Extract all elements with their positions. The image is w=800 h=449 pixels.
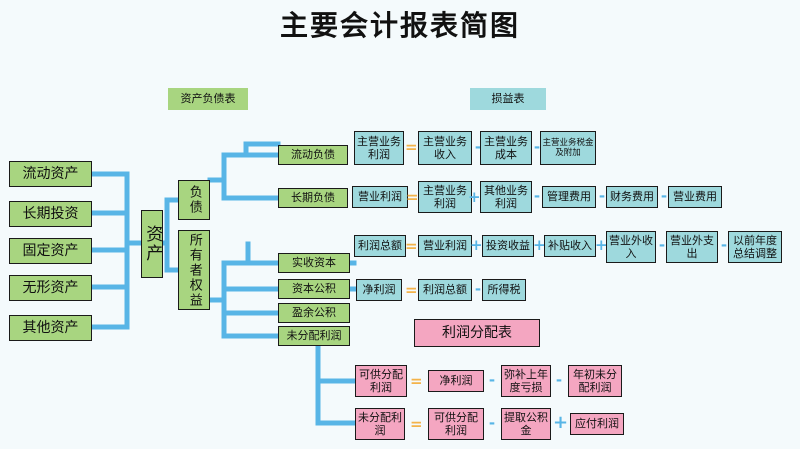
plus-sign: +: [470, 236, 483, 254]
liabilities-root: 负债: [178, 180, 210, 220]
assets-root: 资产: [141, 210, 163, 278]
plus-sign: +: [533, 236, 546, 254]
income-cell: 利润总额: [418, 279, 472, 301]
equity-item: 实收资本: [278, 253, 350, 273]
income-cell: 投资收益: [482, 235, 534, 257]
distribution-cell: 应付利润: [570, 413, 624, 435]
equals-sign: =: [405, 281, 418, 299]
equity-item: 未分配利润: [278, 326, 350, 346]
distribution-cell: 可供分配利润: [355, 365, 407, 397]
minus-sign: -: [533, 187, 541, 205]
equals-sign: =: [410, 372, 423, 390]
distribution-cell: 弥补上年度亏损: [501, 365, 551, 397]
income-cell: 主营业务税金及附加: [540, 131, 596, 165]
distribution-cell: 未分配利润: [355, 408, 405, 440]
plus-sign: +: [595, 236, 608, 254]
income-cell: 营业利润: [352, 186, 408, 208]
income-cell: 以前年度总结调整: [728, 231, 782, 263]
income-cell: 主营业务收入: [418, 131, 472, 165]
liability-item: 流动负债: [278, 145, 348, 165]
asset-item: 长期投资: [9, 201, 92, 227]
income-cell: 营业费用: [668, 186, 722, 208]
asset-item: 无形资产: [9, 275, 92, 301]
profit-distribution-header: 利润分配表: [414, 319, 540, 347]
plus-sign: +: [468, 188, 481, 206]
minus-sign: -: [488, 414, 496, 432]
equity-root: 所有者权益: [178, 230, 210, 310]
distribution-cell: 提取公积金: [501, 408, 551, 440]
equity-item: 资本公积: [278, 279, 350, 299]
asset-item: 固定资产: [9, 238, 92, 264]
plus-sign: +: [553, 412, 569, 433]
income-cell: 补贴收入: [544, 235, 596, 257]
minus-sign: -: [474, 280, 482, 298]
income-cell: 净利润: [356, 279, 402, 301]
equity-item: 盈余公积: [278, 303, 350, 323]
asset-item: 其他资产: [9, 315, 92, 341]
minus-sign: -: [474, 138, 482, 156]
distribution-cell: 可供分配利润: [428, 408, 484, 440]
equals-sign: =: [406, 188, 419, 206]
liability-item: 长期负债: [278, 188, 348, 208]
distribution-cell: 净利润: [428, 370, 484, 392]
income-cell: 主营业务利润: [418, 181, 472, 213]
asset-item: 流动资产: [9, 161, 92, 187]
minus-sign: -: [533, 138, 541, 156]
minus-sign: -: [598, 187, 606, 205]
balance-sheet-header: 资产负债表: [168, 88, 248, 110]
minus-sign: -: [658, 236, 666, 254]
income-cell: 财务费用: [606, 186, 658, 208]
income-cell: 营业利润: [418, 235, 472, 257]
minus-sign: -: [660, 187, 668, 205]
income-cell: 营业外收入: [606, 231, 656, 263]
minus-sign: -: [488, 371, 496, 389]
income-cell: 所得税: [482, 279, 526, 301]
income-cell: 其他业务利润: [480, 181, 532, 213]
income-cell: 主营业务成本: [480, 131, 532, 165]
page-title: 主要会计报表简图: [279, 9, 520, 42]
distribution-cell: 年初未分配利润: [568, 365, 622, 397]
equals-sign: =: [410, 415, 423, 433]
income-cell: 管理费用: [542, 186, 596, 208]
equals-sign: =: [405, 237, 418, 255]
minus-sign: -: [555, 371, 563, 389]
income-cell: 营业外支出: [666, 231, 718, 263]
income-cell: 主营业务利润: [354, 131, 404, 165]
income-cell: 利润总额: [354, 235, 406, 257]
income-statement-header: 损益表: [470, 88, 546, 110]
minus-sign: -: [720, 236, 728, 254]
equals-sign: =: [405, 138, 418, 156]
